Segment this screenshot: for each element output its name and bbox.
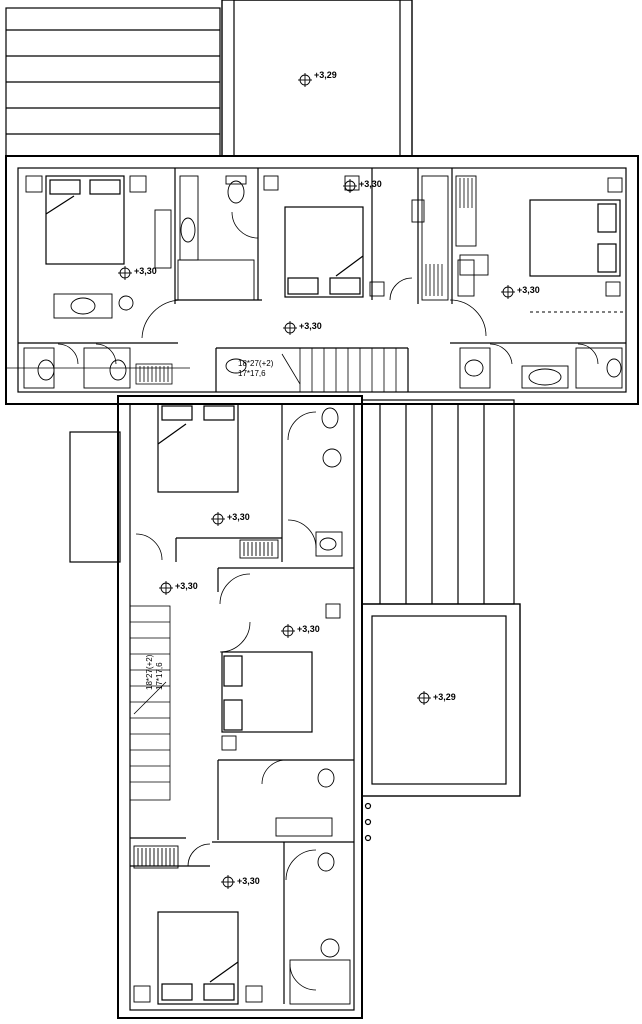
stair-label-upper-2: 17*17,6: [238, 369, 266, 378]
level-label-room-bottom: +3,30: [237, 876, 260, 886]
upper-hatches: [135, 178, 473, 385]
bed-lower-bottom: [157, 911, 239, 1005]
level-label-room-right: +3,30: [517, 285, 540, 295]
level-label-hall-upper: +3,30: [299, 321, 322, 331]
upper-stair: [281, 348, 397, 392]
upper-fixtures: [23, 175, 626, 389]
bed-lower-mid: [221, 651, 313, 733]
terrace-right: [361, 603, 521, 842]
level-label-room-mid: +3,30: [227, 512, 250, 522]
bed-upper-center: [284, 206, 364, 298]
stair-label-upper-1: 18*27(+2): [238, 359, 274, 368]
bed-upper-left: [45, 175, 125, 265]
lower-doors: [135, 411, 317, 991]
side-elements: [69, 399, 515, 605]
level-label-room-center: +3,30: [359, 179, 382, 189]
lower-stair: [129, 605, 171, 801]
bed-upper-right: [529, 199, 621, 277]
lower-wing-walls: [117, 395, 363, 1019]
level-label-terrace-right: +3,29: [433, 692, 456, 702]
level-label-terrace-top: +3,29: [314, 70, 337, 80]
level-label-hall-left: +3,30: [175, 581, 198, 591]
upper-wing-walls: [5, 155, 639, 405]
stair-label-lower-2: 17*17,6: [155, 662, 164, 690]
stair-label-lower-1: 18*27(+2): [145, 654, 154, 690]
upper-wing-partitions: [18, 168, 626, 392]
level-markers: [118, 73, 515, 889]
bed-lower-top: [157, 403, 239, 493]
upper-doors: [57, 211, 599, 365]
lower-fixtures: [133, 407, 351, 1005]
level-label-room-lower-mid: +3,30: [297, 624, 320, 634]
balcony-top-left: [5, 7, 221, 157]
level-label-room-left: +3,30: [134, 266, 157, 276]
